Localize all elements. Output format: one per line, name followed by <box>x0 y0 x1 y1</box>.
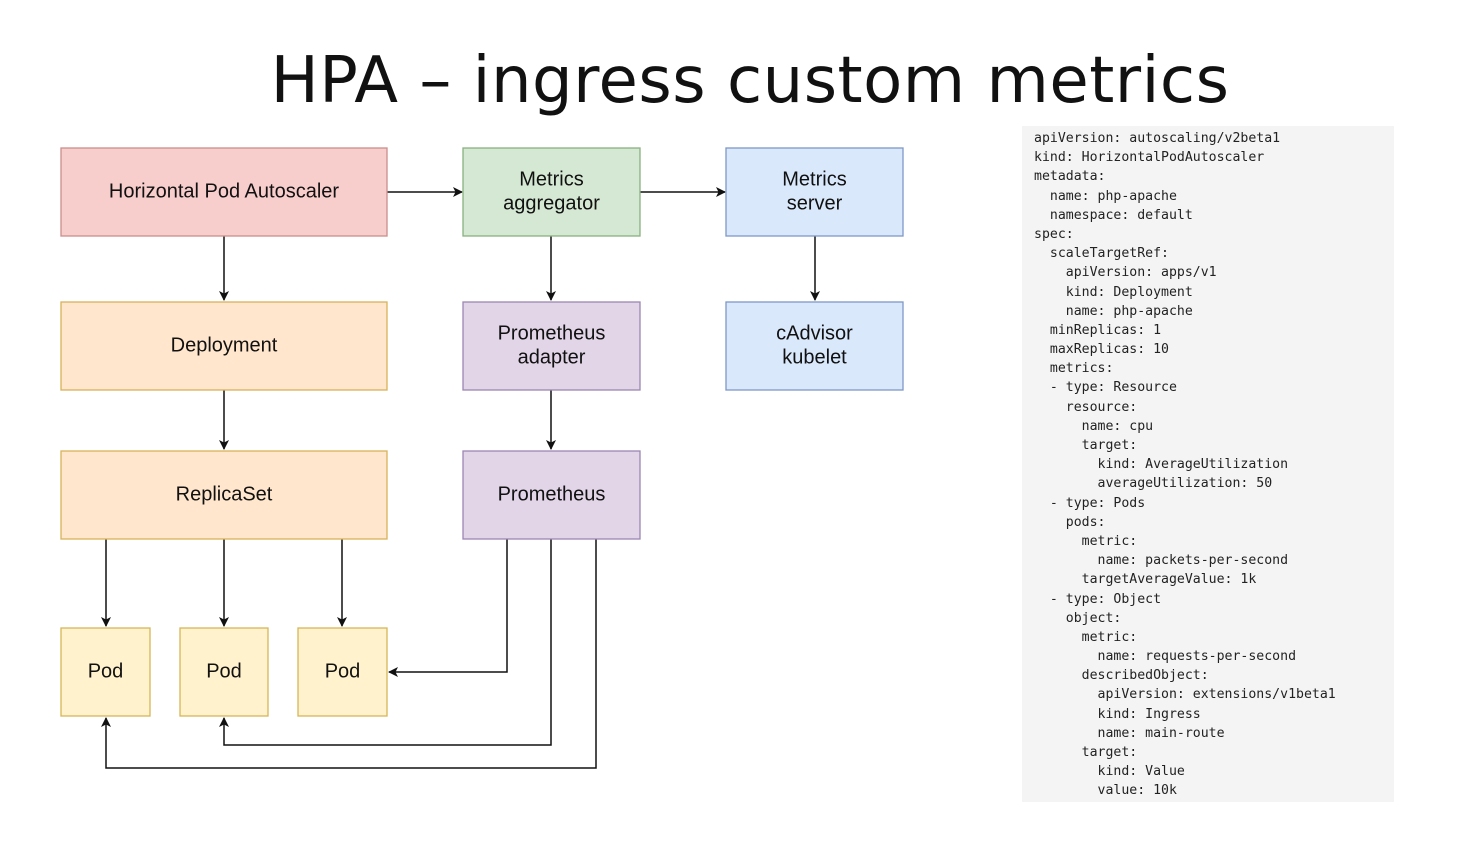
yaml-line: maxReplicas: 10 <box>1034 342 1169 358</box>
node-horizontal-pod-autoscaler-label-line-1: Horizontal Pod Autoscaler <box>109 180 339 202</box>
node-prometheus-adapter-label-line-1: Prometheus <box>498 322 606 344</box>
hpa-yaml-code-panel: apiVersion: autoscaling/v2beta1 kind: Hor… <box>1022 126 1394 802</box>
yaml-line: apiVersion: autoscaling/v2beta1 <box>1034 131 1281 146</box>
yaml-line: - type: Object <box>1034 591 1162 607</box>
node-pod-1: Pod <box>60 627 151 717</box>
yaml-line: namespace: default <box>1034 207 1193 223</box>
hpa-architecture-diagram: Horizontal Pod AutoscalerMetricsaggregat… <box>60 147 904 769</box>
node-metrics-aggregator-box <box>462 147 641 237</box>
yaml-line: name: packets-per-second <box>1034 553 1289 569</box>
node-pod-1-label-line-1: Pod <box>88 660 124 682</box>
yaml-line: - type: Pods <box>1034 495 1146 511</box>
node-prometheus-label-line-1: Prometheus <box>498 483 606 505</box>
node-pod-3-box <box>297 627 388 717</box>
node-replicaset: ReplicaSet <box>60 450 388 540</box>
yaml-line: target: <box>1034 745 1138 760</box>
yaml-line: scaleTargetRef: <box>1034 246 1169 262</box>
yaml-line: spec: <box>1034 226 1074 242</box>
node-deployment-label-line-1: Deployment <box>171 334 278 356</box>
yaml-line: apiVersion: apps/v1 <box>1034 265 1217 281</box>
edge-prometheus-to-pod2 <box>219 539 552 746</box>
slide-title: HPA – ingress custom metrics <box>270 44 1230 118</box>
node-prometheus-box <box>462 450 641 540</box>
node-cadvisor-kubelet-box <box>725 301 904 391</box>
node-pod-2: Pod <box>179 627 269 717</box>
yaml-line: kind: Deployment <box>1034 284 1193 300</box>
node-horizontal-pod-autoscaler-box <box>60 147 388 237</box>
yaml-line: object: <box>1034 610 1122 626</box>
yaml-line: - type: Resource <box>1034 380 1177 396</box>
edge-prometheus-to-pod3 <box>388 539 508 677</box>
yaml-line: kind: Value <box>1034 764 1185 780</box>
yaml-line: apiVersion: extensions/v1beta1 <box>1034 687 1336 703</box>
yaml-line: metadata: <box>1034 169 1106 185</box>
yaml-line: value: 10k <box>1034 783 1177 799</box>
yaml-line: metric: <box>1034 533 1138 549</box>
node-replicaset-label-line-1: ReplicaSet <box>176 483 273 505</box>
node-pod-2-box <box>179 627 269 717</box>
node-metrics-server-label-line-2: server <box>787 192 843 214</box>
node-metrics-aggregator-label-line-1: Metrics <box>519 168 583 190</box>
node-pod-2-label-line-1: Pod <box>206 660 242 682</box>
yaml-line: describedObject: <box>1034 668 1209 684</box>
yaml-line: kind: HorizontalPodAutoscaler <box>1034 150 1265 166</box>
yaml-line: minReplicas: 1 <box>1034 322 1162 338</box>
yaml-line: target: <box>1034 438 1138 453</box>
node-deployment: Deployment <box>60 301 388 391</box>
node-deployment-box <box>60 301 388 391</box>
yaml-line: averageUtilization: 50 <box>1034 476 1273 492</box>
edge-prometheus-to-pod1 <box>101 539 597 769</box>
node-prometheus-adapter-label-line-2: adapter <box>518 346 586 368</box>
yaml-line: kind: AverageUtilization <box>1034 457 1289 473</box>
yaml-line: name: requests-per-second <box>1034 649 1297 665</box>
node-metrics-server-label-line-1: Metrics <box>782 168 846 190</box>
node-metrics-aggregator-label-line-2: aggregator <box>503 192 600 214</box>
yaml-line: metric: <box>1034 629 1138 645</box>
node-pod-3-label-line-1: Pod <box>325 660 361 682</box>
yaml-line: name: cpu <box>1034 418 1154 434</box>
node-prometheus: Prometheus <box>462 450 641 540</box>
yaml-line: pods: <box>1034 514 1106 530</box>
node-horizontal-pod-autoscaler: Horizontal Pod Autoscaler <box>60 147 388 237</box>
node-metrics-server-box <box>725 147 904 237</box>
yaml-line: name: php-apache <box>1034 303 1193 319</box>
yaml-line: name: php-apache <box>1034 188 1177 204</box>
yaml-code-block: apiVersion: autoscaling/v2beta1 kind: Hor… <box>1034 129 1394 801</box>
yaml-line: metrics: <box>1034 361 1114 377</box>
node-replicaset-box <box>60 450 388 540</box>
node-prometheus-adapter-box <box>462 301 641 391</box>
yaml-line: targetAverageValue: 1k <box>1034 572 1257 588</box>
yaml-line: kind: Ingress <box>1034 706 1201 722</box>
node-pod-1-box <box>60 627 151 717</box>
yaml-line: name: main-route <box>1034 725 1225 741</box>
yaml-line: resource: <box>1034 399 1138 415</box>
nodes-layer: Horizontal Pod AutoscalerMetricsaggregat… <box>60 147 904 717</box>
node-cadvisor-kubelet-label-line-2: kubelet <box>782 346 847 368</box>
node-pod-3: Pod <box>297 627 388 717</box>
node-cadvisor-kubelet-label-line-1: cAdvisor <box>776 322 853 344</box>
edges-layer <box>101 187 820 769</box>
